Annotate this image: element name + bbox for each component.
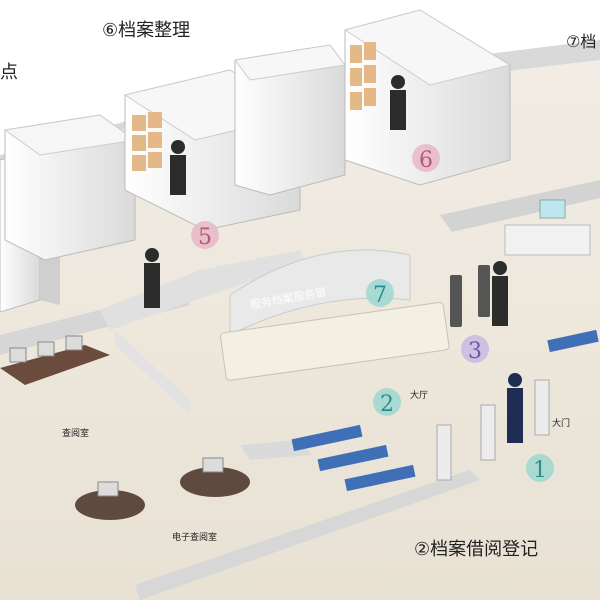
- shelf-group-mid: [234, 44, 346, 196]
- marker-7: 7: [366, 279, 394, 308]
- caption-top-left: 点: [0, 62, 18, 83]
- caption-top-center: ⑥档案整理: [102, 20, 190, 41]
- room-label-hall: 大厅: [410, 389, 428, 401]
- caption-top-right: ⑦档: [566, 32, 596, 51]
- room-label-gate: 大门: [552, 417, 570, 429]
- service-banner-wall: [229, 249, 411, 336]
- person-icon: [170, 140, 186, 195]
- person-icon: [144, 248, 160, 308]
- person-icon: [492, 261, 508, 326]
- marker-6: 6: [412, 144, 440, 173]
- marker-1: 1: [526, 454, 554, 483]
- reading-room-wall: [115, 330, 190, 415]
- waiting-chairs: [291, 329, 599, 492]
- svg-text:3: 3: [468, 339, 482, 364]
- office-desks: [504, 199, 591, 256]
- marker-3: 3: [461, 335, 489, 364]
- svg-text:6: 6: [419, 148, 433, 173]
- e-room-wall: [135, 470, 480, 600]
- svg-text:1: 1: [533, 458, 547, 483]
- service-counter: [220, 301, 450, 381]
- kiosks: [450, 265, 490, 327]
- svg-text:7: 7: [373, 283, 387, 308]
- shelf-group-right: [343, 9, 512, 186]
- marker-2: 2: [373, 388, 401, 417]
- person-icon: [507, 373, 523, 443]
- person-icon: [390, 75, 406, 130]
- room-label-e-reading: 电子查阅室: [172, 531, 217, 543]
- shelf-group-left-2: [3, 114, 137, 261]
- divider-wall-1: [100, 250, 305, 330]
- right-room-wall: [440, 180, 600, 232]
- reading-room-desks: [0, 335, 110, 385]
- security-gates: [436, 379, 550, 481]
- svg-text:5: 5: [198, 225, 212, 250]
- caption-bottom: ②档案借阅登记: [414, 539, 538, 560]
- marker-5: 5: [191, 221, 219, 250]
- svg-text:2: 2: [380, 392, 394, 417]
- e-reading-tables: [75, 457, 250, 520]
- room-label-reading: 查阅室: [62, 427, 89, 439]
